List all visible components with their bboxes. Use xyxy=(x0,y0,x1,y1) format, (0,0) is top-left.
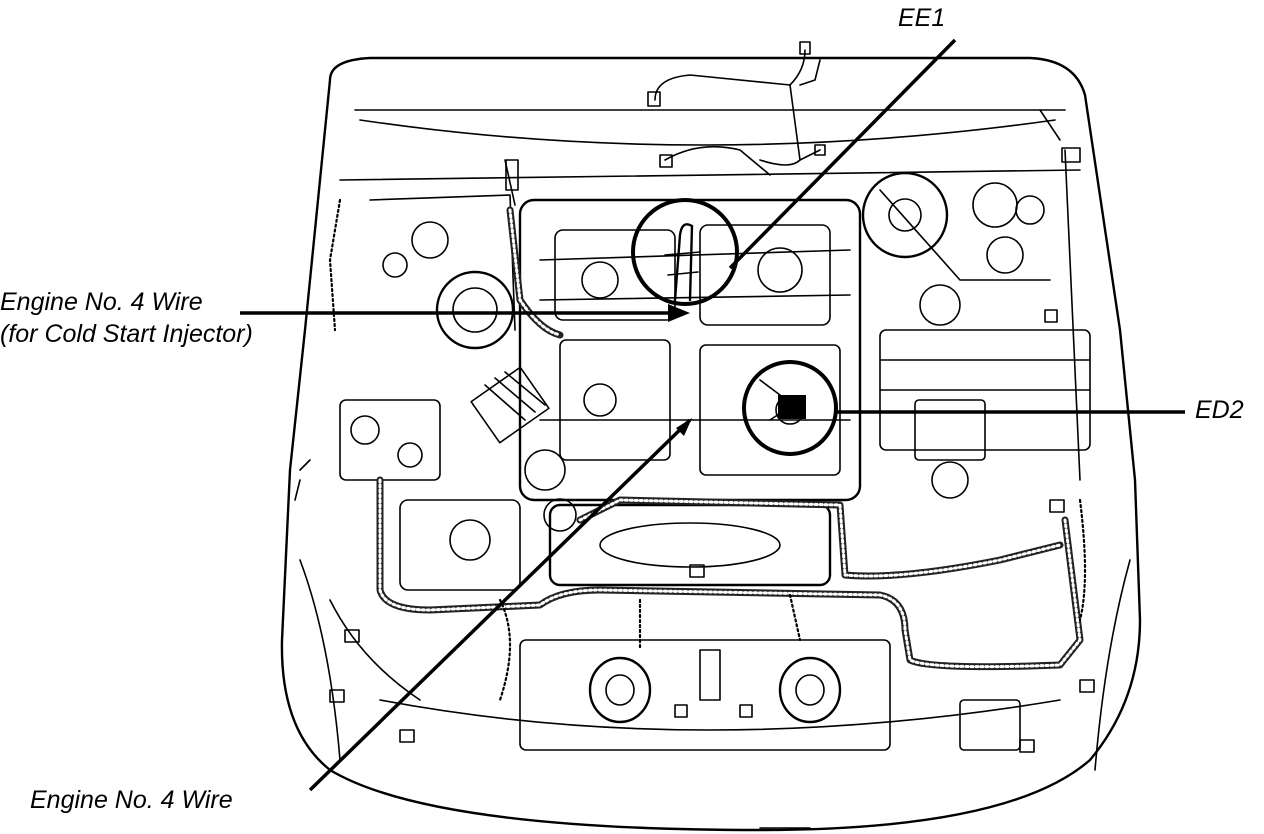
vehicle-body-outline xyxy=(280,56,1142,832)
callout-circles xyxy=(631,198,838,456)
cold-start-wire-label-line1: Engine No. 4 Wire xyxy=(0,288,203,316)
leader-lines xyxy=(240,38,1185,792)
ee1-label: EE1 xyxy=(898,4,946,32)
ed2-callout-circle xyxy=(742,360,838,456)
wiring-harness xyxy=(328,159,1087,702)
right-components xyxy=(861,109,1095,753)
engine-wire-bottom-arrowhead xyxy=(676,418,692,436)
ee1-callout-circle xyxy=(631,198,739,306)
engine-wire-bottom-label: Engine No. 4 Wire xyxy=(30,786,233,814)
cold-start-wire-arrowhead xyxy=(668,304,690,322)
cold-start-wire-label-line2: (for Cold Start Injector) xyxy=(0,320,253,348)
engine-wire-bottom-leader-line xyxy=(308,418,692,792)
ee1-leader-line xyxy=(728,38,957,270)
ed2-label: ED2 xyxy=(1195,396,1244,424)
hood-harness-branch xyxy=(647,41,826,176)
left-components xyxy=(294,194,550,743)
radiator-area xyxy=(519,503,891,751)
